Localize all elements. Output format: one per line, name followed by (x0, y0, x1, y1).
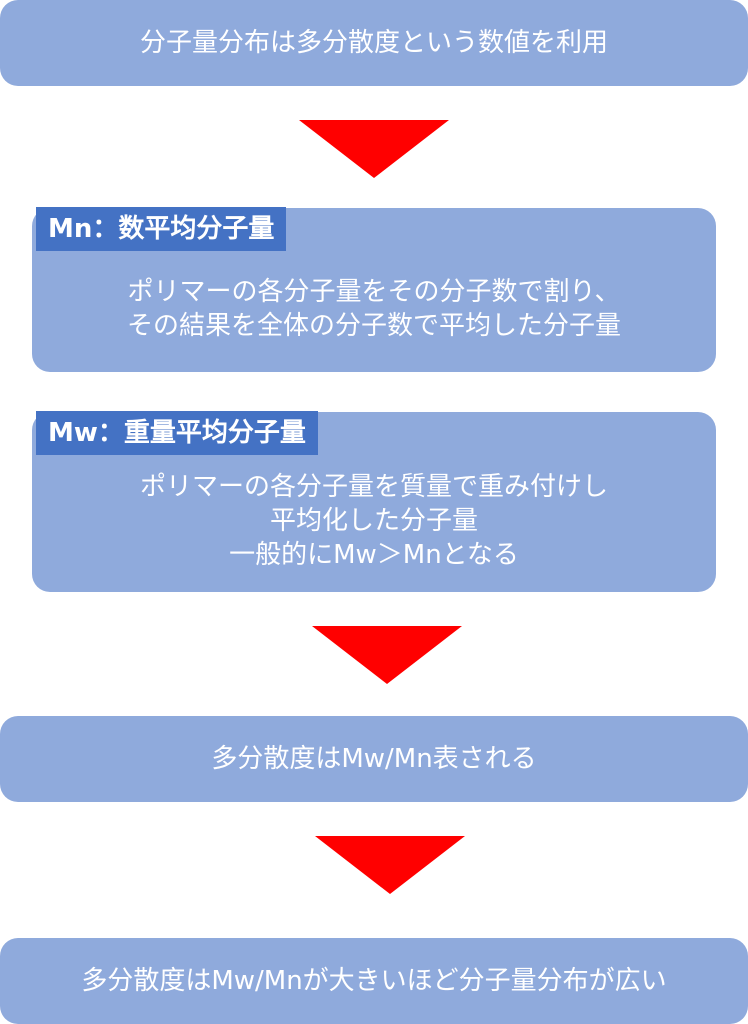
down-arrow-1 (299, 120, 449, 178)
mn-box: ポリマーの各分子量をその分子数で割り、 その結果を全体の分子数で平均した分子量 (32, 208, 716, 372)
step1-text: 分子量分布は多分散度という数値を利用 (139, 28, 608, 58)
down-arrow-3 (315, 836, 465, 894)
mn-line-1: ポリマーの各分子量をその分子数で割り、 (127, 277, 621, 307)
step1-box: 分子量分布は多分散度という数値を利用 (0, 0, 748, 86)
mw-tag: Mw：重量平均分子量 (36, 411, 318, 455)
step5-text: 多分散度はMw/Mnが大きいほど分子量分布が広い (81, 966, 667, 996)
step5-box: 多分散度はMw/Mnが大きいほど分子量分布が広い (0, 938, 748, 1024)
mw-line-1: ポリマーの各分子量を質量で重み付けし (139, 472, 608, 502)
mn-line-2: その結果を全体の分子数で平均した分子量 (126, 311, 621, 341)
mw-line-3: 一般的にMw＞Mnとなる (229, 540, 519, 570)
step4-text: 多分散度はMw/Mn表される (211, 744, 537, 774)
mn-tag: Mn：数平均分子量 (36, 207, 287, 251)
down-arrow-2 (312, 626, 462, 684)
step4-box: 多分散度はMw/Mn表される (0, 716, 748, 802)
mw-line-2: 平均化した分子量 (269, 506, 478, 536)
